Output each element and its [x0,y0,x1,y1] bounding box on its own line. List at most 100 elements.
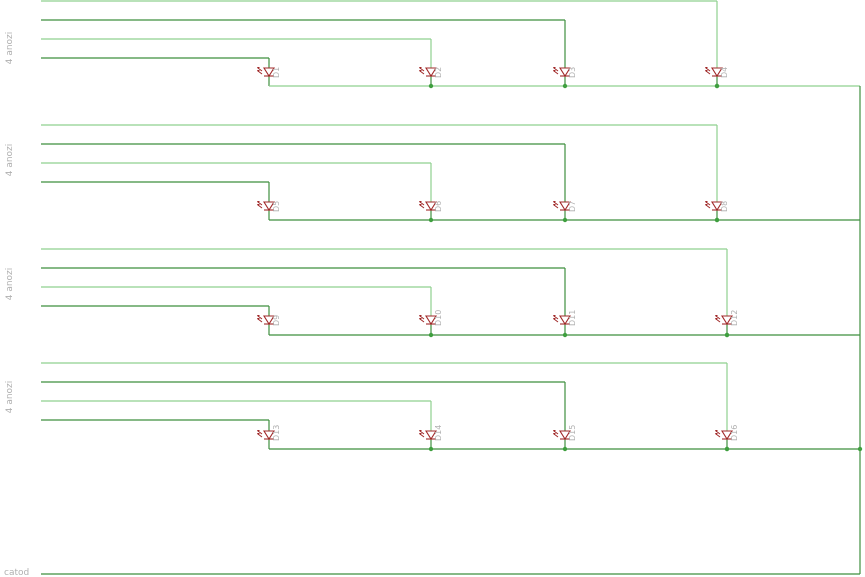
light-arrow-icon [257,430,263,435]
light-arrow-icon [257,204,263,209]
diode-triangle [559,430,571,441]
diode-triangle [721,430,733,441]
diode-triangle [425,67,437,78]
light-arrow-icon [257,67,263,72]
light-arrowhead-icon [257,201,260,203]
led-label: D5 [272,201,281,212]
junction-dot [562,446,568,452]
diode-triangle [425,430,437,441]
light-arrowhead-icon [553,430,556,432]
light-arrow-icon [419,318,425,323]
diode-triangle [263,315,275,326]
light-arrowhead-icon [257,204,260,206]
light-arrowhead-icon [705,70,708,72]
light-arrowhead-icon [715,318,718,320]
light-arrow-icon [257,318,263,323]
junction-dot [714,217,720,223]
light-arrowhead-icon [257,430,260,432]
bus-label-3: 4 anozi [5,268,15,301]
light-arrowhead-icon [419,315,422,317]
led-label: D7 [568,201,577,212]
light-arrowhead-icon [419,430,422,432]
diode-triangle [559,315,571,326]
diode-triangle [425,315,437,326]
junction-dot [562,83,568,89]
light-arrowhead-icon [705,201,708,203]
led-label: D16 [730,425,739,441]
light-arrow-icon [553,430,559,435]
diode-triangle [721,315,733,326]
diode-triangle [711,201,723,212]
light-arrowhead-icon [553,204,556,206]
led-label: D3 [568,67,577,78]
diode-triangle [559,201,571,212]
led-d9: D9 [257,315,281,326]
led-d1: D1 [257,67,281,78]
light-arrow-icon [553,201,559,206]
diode-triangle [263,430,275,441]
light-arrow-icon [715,430,721,435]
led-label: D2 [434,67,443,78]
light-arrowhead-icon [553,67,556,69]
led-label: D8 [720,201,729,212]
light-arrow-icon [705,67,711,72]
led-label: D12 [730,310,739,326]
light-arrowhead-icon [419,201,422,203]
diode-triangle [425,201,437,212]
light-arrow-icon [257,315,263,320]
light-arrowhead-icon [715,315,718,317]
led-label: D10 [434,310,443,326]
junction-dot [428,83,434,89]
diode-triangle [263,201,275,212]
light-arrowhead-icon [715,430,718,432]
led-d5: D5 [257,201,281,212]
light-arrow-icon [257,433,263,438]
light-arrowhead-icon [419,433,422,435]
led-d3: D3 [553,67,577,78]
light-arrow-icon [553,67,559,72]
light-arrowhead-icon [715,433,718,435]
light-arrowhead-icon [257,67,260,69]
junction-dot [562,217,568,223]
light-arrowhead-icon [553,201,556,203]
bus-junction-dot [857,446,863,452]
led-d15: D15 [553,425,577,441]
led-d13: D13 [257,425,281,441]
light-arrowhead-icon [553,70,556,72]
wires [41,0,861,575]
labels: 4 anozi 4 anozi 4 anozi 4 anozi catod [4,32,29,577]
led-label: D15 [568,425,577,441]
led-label: D9 [272,315,281,326]
led-d2: D2 [419,67,443,78]
led-label: D4 [720,67,729,78]
light-arrow-icon [715,315,721,320]
light-arrow-icon [419,204,425,209]
led-d12: D12 [715,310,739,326]
light-arrowhead-icon [553,433,556,435]
cathode-label: catod [4,568,29,577]
light-arrowhead-icon [419,204,422,206]
bus-label-2: 4 anozi [5,144,15,177]
junction-dot [428,446,434,452]
led-d4: D4 [705,67,729,78]
led-d10: D10 [419,310,443,326]
light-arrowhead-icon [553,315,556,317]
light-arrow-icon [257,201,263,206]
junction-dot [724,332,730,338]
light-arrow-icon [705,204,711,209]
light-arrow-icon [715,318,721,323]
led-d7: D7 [553,201,577,212]
light-arrow-icon [705,201,711,206]
led-label: D11 [568,310,577,326]
led-d14: D14 [419,425,443,441]
light-arrow-icon [715,433,721,438]
junction-dot [724,446,730,452]
light-arrowhead-icon [419,67,422,69]
light-arrow-icon [419,201,425,206]
light-arrowhead-icon [257,315,260,317]
led-d16: D16 [715,425,739,441]
light-arrow-icon [419,430,425,435]
junction-dot [562,332,568,338]
led-label: D13 [272,425,281,441]
led-label: D6 [434,201,443,212]
